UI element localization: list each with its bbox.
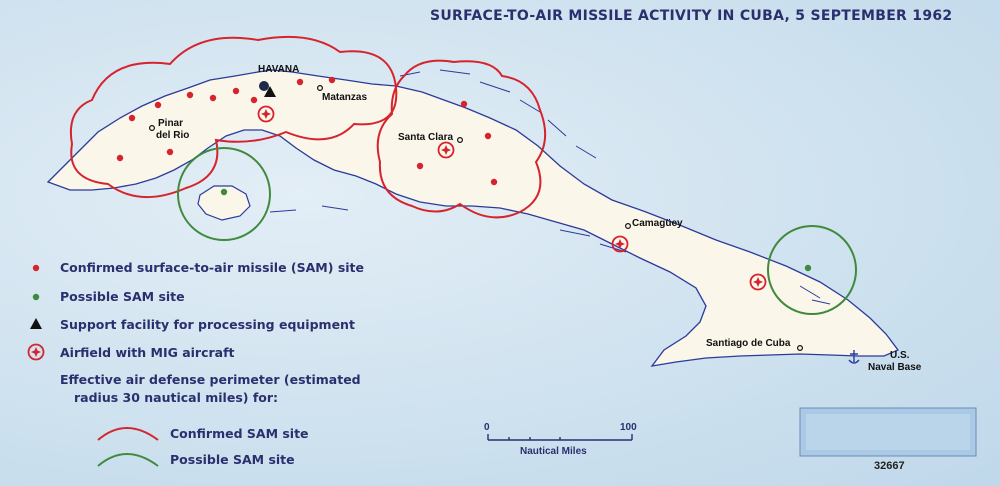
legend-confirmed-arc [97,427,159,441]
sam-site [232,87,240,95]
scale-unit-label: Nautical Miles [520,446,587,457]
legend-perimeter-confirmed: Confirmed SAM site [170,426,309,441]
city-markers [149,84,803,352]
mig-airfield [749,273,767,291]
sam-site [116,154,124,162]
sam-site [490,178,498,186]
label-havana: HAVANA [258,64,300,75]
scale-zero-label: 0 [484,422,490,433]
support-facility-marker [264,86,276,97]
map-title: SURFACE-TO-AIR MISSILE ACTIVITY IN CUBA,… [430,8,953,24]
legend-possible-label: Possible SAM site [60,289,185,304]
mig-airfields [257,105,767,291]
sam-site [484,132,492,140]
city-marker-santa-clara [457,137,464,144]
possible-sam-site [804,264,812,272]
isle-of-pines [197,185,251,221]
perimeter-possible-isle [177,147,271,241]
legend-perimeter-line2: radius 30 nautical miles) for: [74,390,279,405]
mig-airfield [437,141,455,159]
label-pinar-1: Pinar [158,118,184,129]
sam-site [328,76,336,84]
naval-base-icon [848,350,860,364]
possible-sam-sites [220,188,812,272]
label-pinar-2: del Rio [156,130,190,141]
legend-confirmed-dot [32,264,40,272]
possible-sam-site [220,188,228,196]
scale-max-label: 100 [620,422,637,433]
legend-support-triangle [30,318,42,329]
legend-confirmed-label: Confirmed surface-to-air missile (SAM) s… [60,260,364,275]
sam-site [460,100,468,108]
city-marker-santiago [796,345,803,352]
perimeter-confirmed-west [70,35,398,198]
legend-airfield-label: Airfield with MIG aircraft [60,345,235,360]
label-naval-1: U.S. [890,350,910,361]
sam-site [128,114,136,122]
cuba-mainland [46,69,900,367]
legend-symbols [27,264,159,467]
label-santa-clara: Santa Clara [398,132,454,143]
havana-city-marker [259,81,269,91]
label-naval-2: Naval Base [868,362,922,373]
label-camaguey: Camagüey [632,218,683,229]
legend-possible-dot [32,293,40,301]
city-marker-matanzas [317,84,324,91]
mig-airfield [257,105,275,123]
perimeter-possible-east [767,225,857,315]
sam-site [166,148,174,156]
sam-site [416,162,424,170]
legend-airfield-icon [27,343,45,361]
mig-airfield [611,235,629,253]
legend-possible-arc [97,453,159,467]
city-marker-camaguey [624,223,631,230]
sam-site [209,94,217,102]
sam-site [186,91,194,99]
label-matanzas: Matanzas [322,92,368,103]
sam-site [296,78,304,86]
legend-perimeter-possible: Possible SAM site [170,452,295,467]
document-number: 32667 [874,460,905,472]
sam-site [250,96,258,104]
label-santiago: Santiago de Cuba [706,338,791,349]
scale-bar [487,434,633,441]
legend-support-label: Support facility for processing equipmen… [60,317,355,332]
confirmed-sam-sites [116,76,498,186]
perimeter-confirmed-central [376,59,547,219]
city-marker-pinar [149,124,156,131]
sam-site [154,101,162,109]
legend-perimeter-line1: Effective air defense perimeter (estimat… [60,372,361,387]
